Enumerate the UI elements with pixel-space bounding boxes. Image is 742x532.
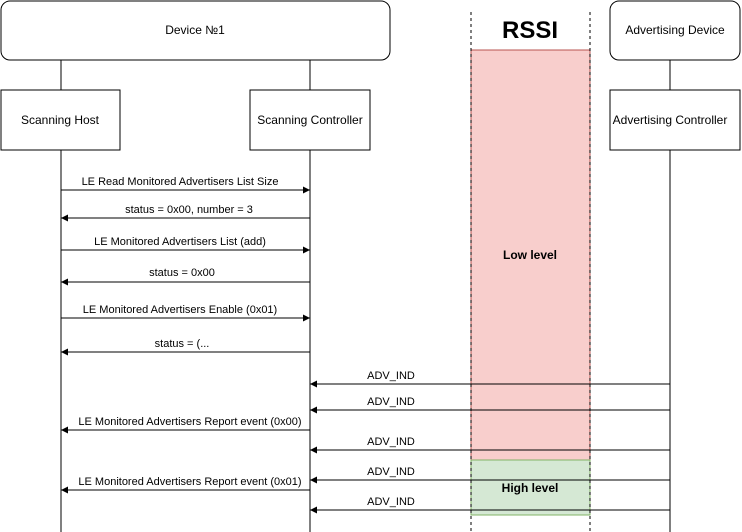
scanning-host-box (0, 89, 121, 151)
message-label: ADV_IND (367, 436, 415, 448)
advertising-device-box (609, 0, 741, 61)
low-level-label: Low level (503, 248, 557, 262)
scanning-host-label: Scanning Host (21, 113, 100, 127)
rssi-high-zone (470, 459, 591, 516)
advertising-controller-label: Advertising Controller (613, 113, 728, 127)
rssi-title: RSSI (502, 17, 558, 44)
advertising-controller-box (609, 89, 741, 151)
message-label: ADV_IND (367, 496, 415, 508)
message-label: LE Monitored Advertisers Report event (0… (78, 416, 301, 428)
device1-box (0, 0, 391, 61)
message-label: ADV_IND (367, 466, 415, 478)
device1-label: Device №1 (165, 23, 225, 37)
message-label: LE Monitored Advertisers Enable (0x01) (83, 304, 277, 316)
advertising-device-label: Advertising Device (625, 23, 725, 37)
message-label: status = 0x00 (149, 267, 215, 279)
message-label: status = (... (155, 338, 210, 350)
message-label: ADV_IND (367, 370, 415, 382)
message-label: ADV_IND (367, 396, 415, 408)
scanning-controller-label: Scanning Controller (257, 113, 362, 127)
message-label: LE Read Monitored Advertisers List Size (82, 176, 279, 188)
rssi-low-zone (470, 49, 591, 461)
message-label: status = 0x00, number = 3 (125, 204, 253, 216)
message-label: LE Monitored Advertisers List (add) (94, 236, 266, 248)
high-level-label: High level (502, 481, 559, 495)
scanning-controller-box (249, 89, 371, 151)
message-label: LE Monitored Advertisers Report event (0… (78, 476, 301, 488)
